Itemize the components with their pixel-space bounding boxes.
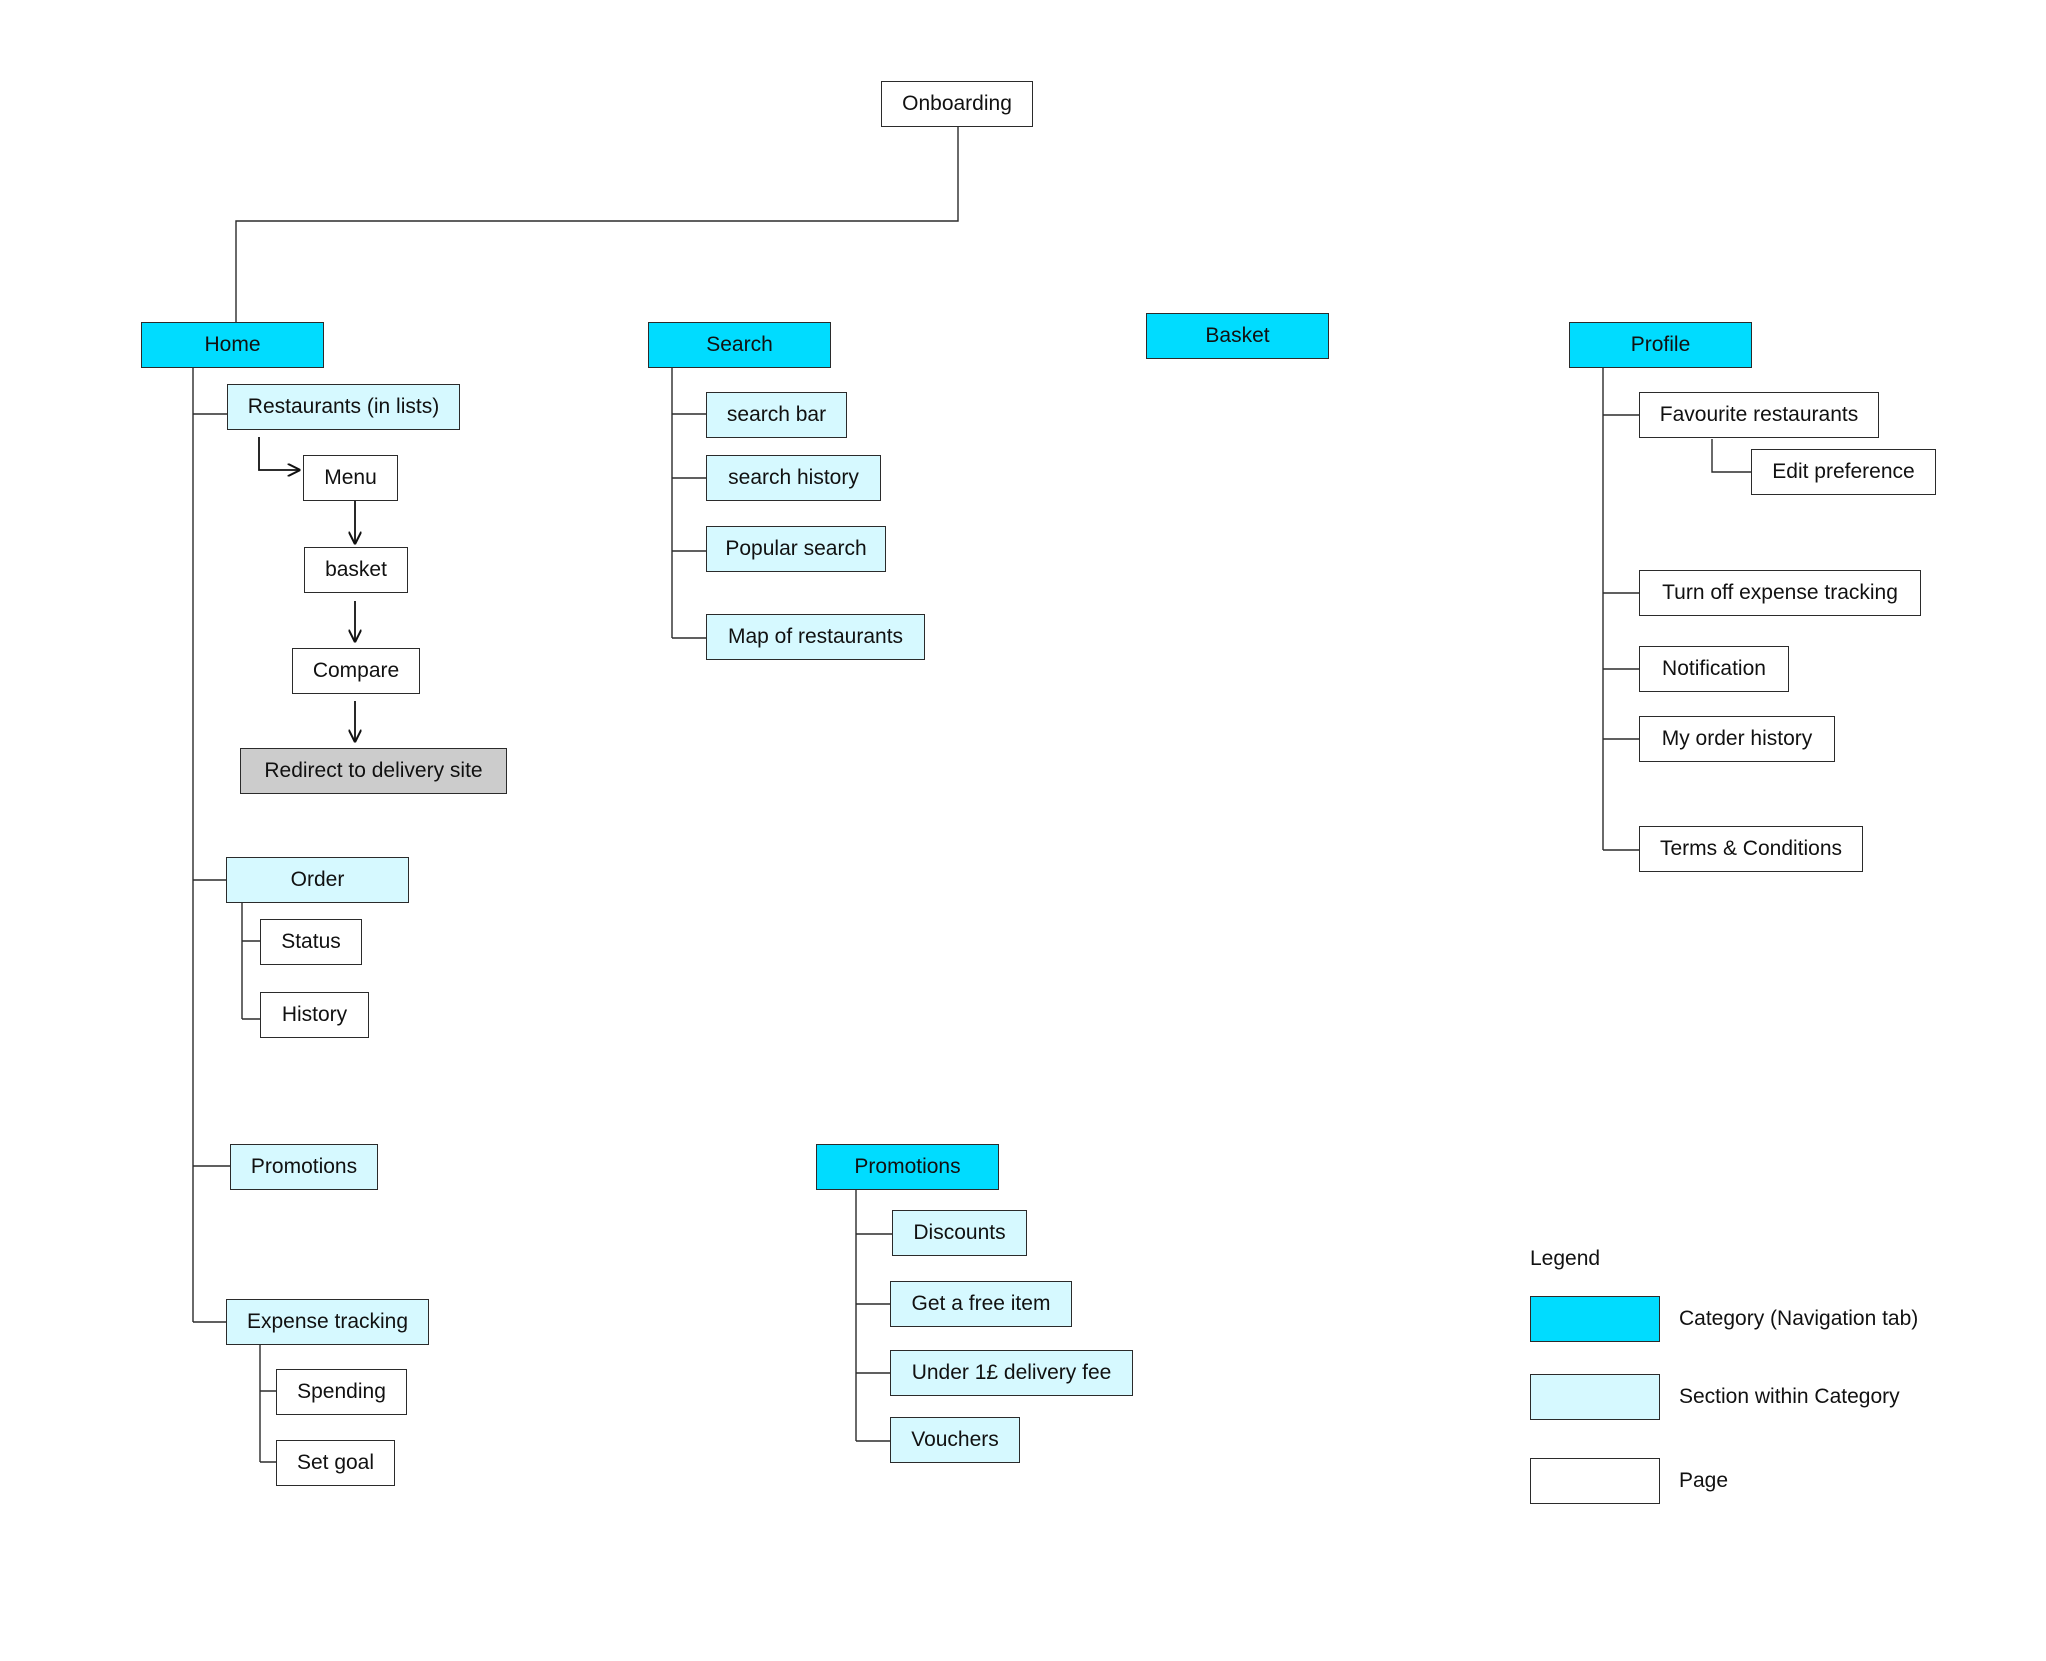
link-search-trunk [671, 368, 706, 639]
legend-label-page: Page [1679, 1469, 1729, 1492]
legend-swatch-category [1530, 1296, 1660, 1342]
discounts-section[interactable]: Discounts [892, 1210, 1027, 1256]
search-history-section[interactable]: search history [706, 455, 881, 501]
restaurants-section[interactable]: Restaurants (in lists) [227, 384, 460, 430]
order-section[interactable]: Order [226, 857, 409, 903]
link-favourite-edit [1711, 439, 1751, 473]
profile-category[interactable]: Profile [1569, 322, 1752, 368]
redirect-page[interactable]: Redirect to delivery site [240, 748, 507, 794]
home-promotions-section[interactable]: Promotions [230, 1144, 378, 1190]
link-expense-children [259, 1345, 276, 1463]
legend-label-section: Section within Category [1679, 1385, 1900, 1408]
notification-page[interactable]: Notification [1639, 646, 1789, 692]
legend-title: Legend [1530, 1247, 1601, 1270]
arrow-restaurants-menu [258, 437, 299, 470]
legend-swatch-section [1530, 1374, 1660, 1420]
map-of-restaurants-section[interactable]: Map of restaurants [706, 614, 925, 660]
favourite-restaurants-page[interactable]: Favourite restaurants [1639, 392, 1879, 438]
basket-page[interactable]: basket [304, 547, 408, 593]
menu-page[interactable]: Menu [303, 455, 398, 501]
edit-preference-page[interactable]: Edit preference [1751, 449, 1936, 495]
onboarding-node: Onboarding [881, 81, 1033, 127]
home-category[interactable]: Home [141, 322, 324, 368]
link-order-children [241, 902, 260, 1020]
turn-off-expense-tracking-page[interactable]: Turn off expense tracking [1639, 570, 1921, 616]
get-a-free-item-section[interactable]: Get a free item [890, 1281, 1072, 1327]
status-page[interactable]: Status [260, 919, 362, 965]
link-onboarding-home [235, 127, 959, 322]
compare-page[interactable]: Compare [292, 648, 420, 694]
terms-conditions-page[interactable]: Terms & Conditions [1639, 826, 1863, 872]
spending-page[interactable]: Spending [276, 1369, 407, 1415]
legend-label-category: Category (Navigation tab) [1679, 1307, 1919, 1330]
legend-swatch-page [1530, 1458, 1660, 1504]
search-bar-section[interactable]: search bar [706, 392, 847, 438]
search-category[interactable]: Search [648, 322, 831, 368]
set-goal-page[interactable]: Set goal [276, 1440, 395, 1486]
promotions-category[interactable]: Promotions [816, 1144, 999, 1190]
my-order-history-page[interactable]: My order history [1639, 716, 1835, 762]
history-page[interactable]: History [260, 992, 369, 1038]
under-1-pound-delivery-fee-section[interactable]: Under 1£ delivery fee [890, 1350, 1133, 1396]
vouchers-section[interactable]: Vouchers [890, 1417, 1020, 1463]
link-promotions-trunk [855, 1190, 892, 1442]
link-profile-trunk [1602, 368, 1639, 851]
expense-tracking-section[interactable]: Expense tracking [226, 1299, 429, 1345]
basket-category[interactable]: Basket [1146, 313, 1329, 359]
popular-search-section[interactable]: Popular search [706, 526, 886, 572]
